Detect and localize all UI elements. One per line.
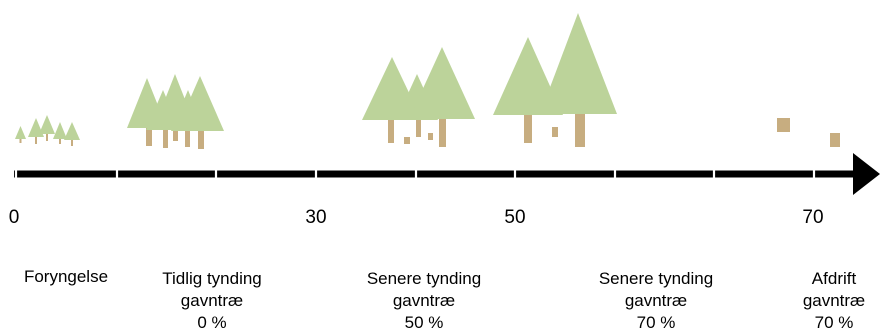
phase-percentage: 50 % <box>404 313 444 332</box>
phase-subtitle: gavntræ <box>624 291 688 310</box>
axis-tick-label-50: 50 <box>504 207 526 228</box>
phase-subtitle: gavntræ <box>180 291 244 310</box>
phase-title: Afdrift <box>811 269 857 288</box>
phase-percentage: 70 % <box>814 313 854 332</box>
phase-title: Foryngelse <box>23 267 109 286</box>
axis-tick-label-0: 0 <box>8 207 20 228</box>
phase-subtitle: gavntræ <box>392 291 456 310</box>
phase-caption-final-felling: Afdrift gavntræ 70 % <box>803 268 865 334</box>
axis-tick-label-30: 30 <box>305 207 327 228</box>
phase-percentage: 70 % <box>636 313 676 332</box>
seedling-group <box>15 115 80 146</box>
mature-stand-group <box>493 13 617 147</box>
phase-caption-later-thinning-70: Senere tynding gavntræ 70 % <box>599 268 713 334</box>
stumps-group <box>777 118 840 147</box>
phase-title: Tidlig tynding <box>162 269 262 288</box>
phase-percentage: 0 % <box>197 313 227 332</box>
thinned-stand-group <box>362 47 475 147</box>
phase-title: Senere tynding <box>366 269 482 288</box>
young-stand-group <box>127 74 224 149</box>
phase-caption-early-thinning: Tidlig tynding gavntræ 0 % <box>162 268 262 334</box>
phase-title: Senere tynding <box>598 269 714 288</box>
phase-subtitle: gavntræ <box>802 291 866 310</box>
phase-caption-regeneration: Foryngelse <box>24 266 108 288</box>
axis-tick-label-70: 70 <box>802 207 824 228</box>
phase-caption-later-thinning-50: Senere tynding gavntræ 50 % <box>367 268 481 334</box>
axis-ticks <box>14 168 816 180</box>
axis-arrow-head-icon <box>853 153 880 195</box>
